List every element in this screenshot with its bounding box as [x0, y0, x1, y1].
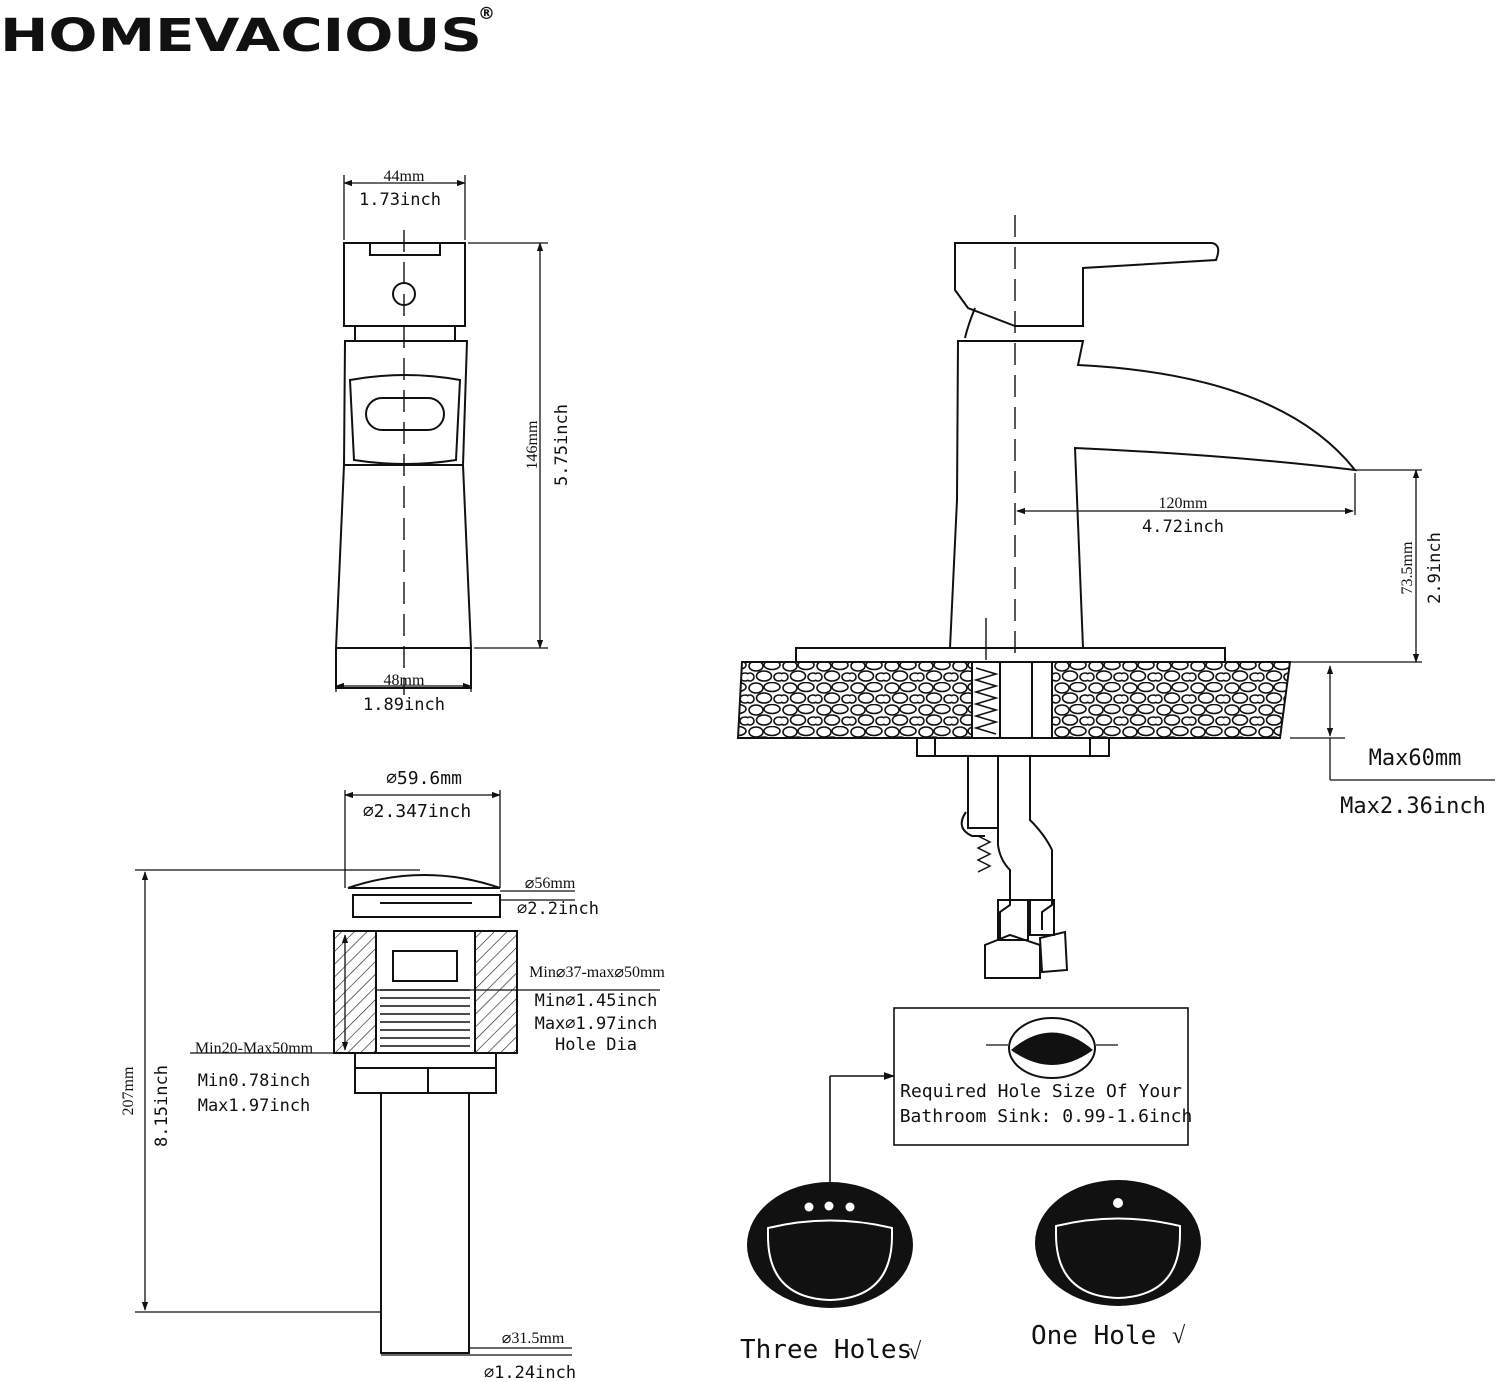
- reach-mm: 120mm: [1159, 495, 1208, 512]
- hole-dia-label: Hole Dia: [555, 1035, 637, 1055]
- drain-height-in: 8.15inch: [152, 1065, 172, 1147]
- spout-height-mm: 73.5mm: [1399, 541, 1416, 594]
- hole-note-line1: Required Hole Size Of Your: [900, 1081, 1182, 1102]
- front-base-width-mm: 48mm: [384, 672, 425, 689]
- front-height-in: 5.75inch: [552, 404, 572, 486]
- hole-note-line2: Bathroom Sink: 0.99-1.6inch: [900, 1106, 1193, 1127]
- front-dimensions: [335, 175, 548, 692]
- thickness-max-in: Max1.97inch: [198, 1096, 311, 1116]
- brand-logo: HOMEVACIOUS: [0, 9, 482, 62]
- hole-range-mm: Min⌀37-max⌀50mm: [529, 964, 665, 981]
- reach-in: 4.72inch: [1142, 517, 1224, 537]
- hole-size-note: [829, 1007, 1189, 1185]
- one-hole-sink-icon: [1035, 1180, 1201, 1306]
- hole-max-in: Max⌀1.97inch: [535, 1014, 658, 1034]
- flange-dia-in: ⌀2.2inch: [517, 899, 599, 919]
- three-holes-label: Three Holes: [740, 1335, 912, 1365]
- registered-mark: ®: [478, 4, 495, 24]
- thickness-min-in: Min0.78inch: [198, 1071, 311, 1091]
- three-holes-check: √: [908, 1339, 922, 1365]
- drain-height-mm: 207mm: [120, 1066, 137, 1115]
- tail-dia-in: ⌀1.24inch: [484, 1363, 576, 1382]
- cap-dia-mm: ⌀59.6mm: [386, 768, 462, 789]
- spout-height-in: 2.9inch: [1425, 532, 1445, 604]
- front-top-width-mm: 44mm: [384, 168, 425, 185]
- front-height-mm: 146mm: [524, 420, 541, 469]
- thickness-mm: Min20-Max50mm: [195, 1040, 314, 1057]
- faucet-front-view: [334, 230, 473, 695]
- tail-dia-mm: ⌀31.5mm: [502, 1330, 565, 1347]
- faucet-side-view: [736, 215, 1358, 979]
- front-base-width-in: 1.89inch: [363, 695, 445, 715]
- hole-icon: [1008, 1017, 1096, 1079]
- drain-dimensions: [135, 790, 660, 1356]
- one-hole-check: √: [1172, 1323, 1186, 1349]
- cap-dia-in: ⌀2.347inch: [363, 801, 471, 822]
- front-top-width-in: 1.73inch: [359, 190, 441, 210]
- deck-max-mm: Max60mm: [1369, 746, 1462, 771]
- pop-up-drain: [333, 874, 518, 1354]
- hole-min-in: Min⌀1.45inch: [535, 991, 658, 1011]
- one-hole-label: One Hole: [1031, 1321, 1156, 1351]
- three-hole-sink-icon: [747, 1182, 913, 1308]
- deck-max-in: Max2.36inch: [1340, 794, 1486, 819]
- side-dimensions: [1016, 469, 1495, 781]
- flange-dia-mm: ⌀56mm: [525, 875, 576, 892]
